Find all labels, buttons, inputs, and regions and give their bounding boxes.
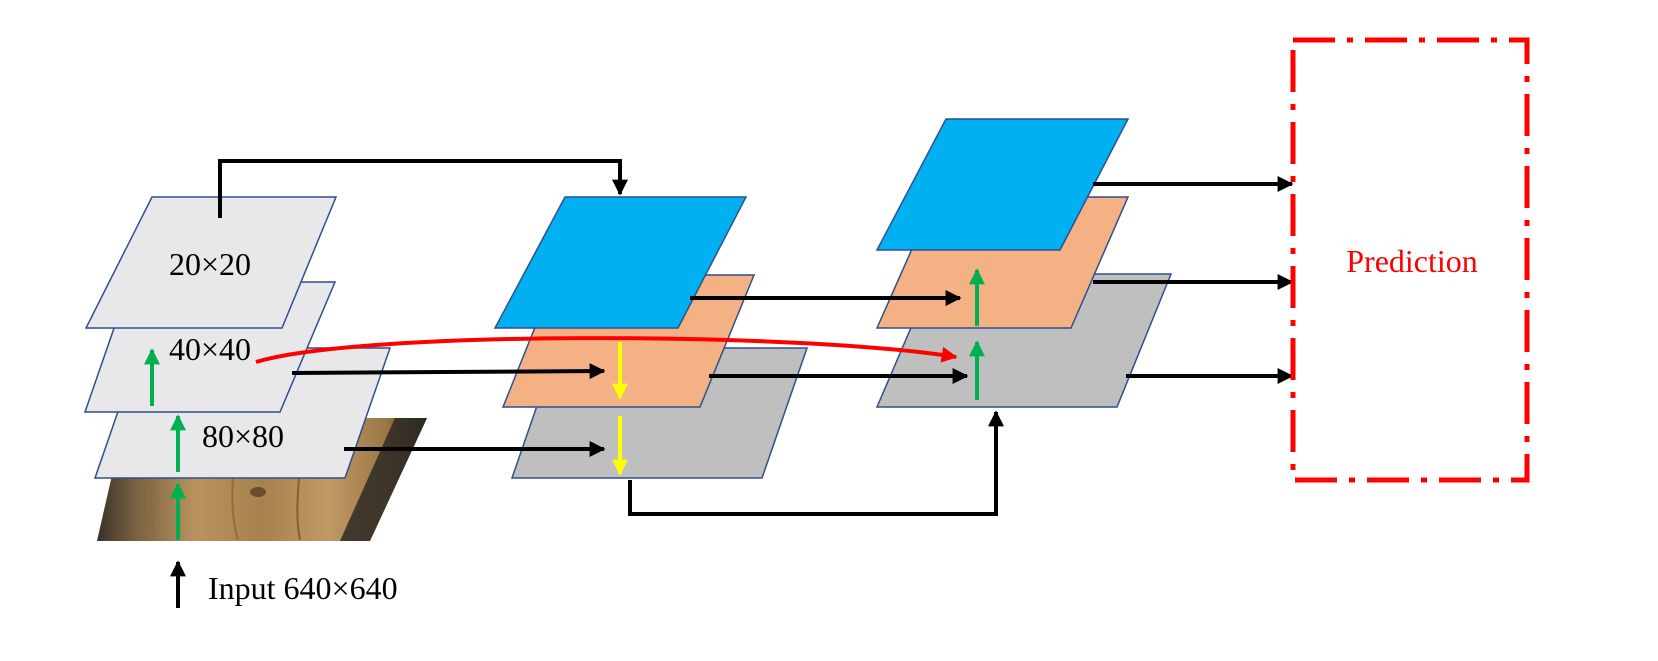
middle-blue-layer xyxy=(493,196,748,329)
arrow-middle-gray-to-right-gray xyxy=(628,410,1004,516)
right-blue-layer xyxy=(875,118,1130,251)
prediction-label: Prediction xyxy=(1346,243,1478,279)
input-label: Input 640×640 xyxy=(208,570,398,606)
backbone-layer-20 xyxy=(84,196,338,329)
prediction-box xyxy=(1290,37,1530,483)
label-20x20: 20×20 xyxy=(169,246,251,282)
label-40x40: 40×40 xyxy=(169,331,251,367)
arrow-20-to-middle-blue xyxy=(218,159,628,218)
arrow-40-to-middle-orange xyxy=(291,363,606,380)
red-skip-arrow xyxy=(255,336,958,364)
label-80x80: 80×80 xyxy=(202,418,284,454)
